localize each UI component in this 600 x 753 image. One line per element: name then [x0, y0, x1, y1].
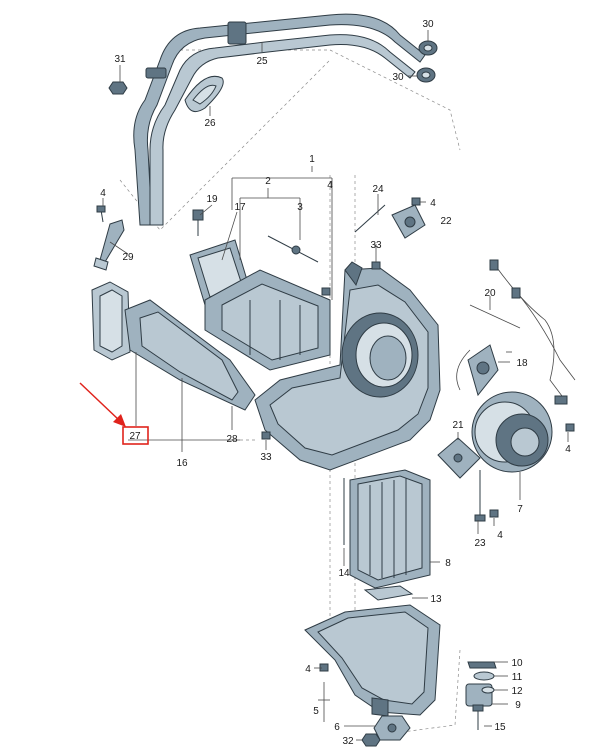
- label-25: 25: [256, 56, 268, 67]
- highlight-box-27: [122, 426, 149, 445]
- label-8: 8: [445, 558, 451, 569]
- label-15: 15: [494, 722, 506, 733]
- label-28: 28: [226, 434, 238, 445]
- screw-15[interactable]: [472, 704, 484, 730]
- fitting-6[interactable]: [373, 715, 411, 741]
- label-14: 14: [338, 568, 350, 579]
- screw-4-rod[interactable]: [321, 287, 331, 296]
- label-6: 6: [334, 722, 340, 733]
- screw-4-tray[interactable]: [319, 663, 329, 672]
- actuator-22[interactable]: [391, 204, 426, 239]
- lower-tray-5[interactable]: [304, 604, 441, 717]
- label-4-bolt: 4: [497, 530, 503, 541]
- label-23: 23: [474, 538, 486, 549]
- cover-28[interactable]: [124, 299, 256, 411]
- screw-33-lower[interactable]: [261, 431, 271, 440]
- label-9: 9: [515, 700, 521, 711]
- label-5: 5: [313, 706, 319, 717]
- label-33-lower: 33: [260, 452, 272, 463]
- heater-pipe-assembly[interactable]: [133, 13, 426, 226]
- label-4-top: 4: [327, 180, 333, 191]
- highlight-annotation: [79, 382, 149, 445]
- label-31: 31: [114, 54, 126, 65]
- washer-12[interactable]: [481, 686, 495, 694]
- seal-13[interactable]: [363, 585, 414, 601]
- washer-11[interactable]: [473, 671, 495, 681]
- label-2: 2: [265, 176, 271, 187]
- evaporator-8[interactable]: [349, 469, 431, 589]
- label-30-lower: 30: [392, 72, 404, 83]
- label-29: 29: [122, 252, 134, 263]
- label-4-bracket: 4: [100, 188, 106, 199]
- rod-24[interactable]: [354, 204, 386, 233]
- label-33-upper: 33: [370, 240, 382, 251]
- label-18: 18: [516, 358, 528, 369]
- nut-31[interactable]: [108, 81, 128, 95]
- actuator-rod-3[interactable]: [267, 235, 319, 263]
- screw-4-bolt[interactable]: [489, 509, 499, 518]
- label-4-actuator: 4: [430, 198, 436, 209]
- label-16: 16: [176, 458, 188, 469]
- label-13: 13: [430, 594, 442, 605]
- label-4-fan: 4: [565, 444, 571, 455]
- screw-19[interactable]: [192, 209, 204, 236]
- label-26: 26: [204, 118, 216, 129]
- label-12: 12: [511, 686, 523, 697]
- label-19: 19: [206, 194, 218, 205]
- clip-10[interactable]: [467, 661, 497, 669]
- regulator-21[interactable]: [437, 437, 481, 479]
- label-4-tray: 4: [305, 664, 311, 675]
- label-21: 21: [452, 420, 464, 431]
- heater-core-27[interactable]: [91, 281, 131, 361]
- housing-section-2[interactable]: [204, 269, 331, 371]
- control-unit-18[interactable]: [467, 344, 499, 397]
- label-32: 32: [342, 736, 354, 747]
- label-22: 22: [440, 216, 452, 227]
- blower-fan-7[interactable]: [471, 391, 553, 473]
- label-7: 7: [517, 504, 523, 515]
- screw-4-actuator[interactable]: [411, 197, 421, 206]
- label-17: 17: [234, 202, 246, 213]
- label-24: 24: [372, 184, 384, 195]
- screw-4-bracket[interactable]: [96, 205, 106, 223]
- bolt-23[interactable]: [474, 470, 486, 522]
- part-labels: 1 2 3 4 4 4 4 4 4 5 6 7 8 9 10 11 12 13 …: [100, 19, 571, 747]
- screw-4-fan[interactable]: [565, 423, 575, 432]
- bracket-29[interactable]: [93, 219, 125, 271]
- label-27: 27: [129, 431, 141, 442]
- label-3: 3: [297, 202, 303, 213]
- label-11: 11: [512, 672, 523, 683]
- seal-26[interactable]: [184, 75, 224, 113]
- label-20: 20: [484, 288, 496, 299]
- nut-32[interactable]: [361, 733, 381, 747]
- label-10: 10: [511, 658, 523, 669]
- leader-lines: [102, 30, 569, 741]
- wiring-harness-20[interactable]: [456, 259, 576, 405]
- screw-33-upper[interactable]: [371, 261, 381, 270]
- hose-clamp-lower[interactable]: [416, 67, 436, 83]
- label-1: 1: [309, 154, 315, 165]
- heater-housing-main[interactable]: [254, 261, 441, 471]
- label-30-upper: 30: [422, 19, 434, 30]
- hose-clamp-upper[interactable]: [418, 40, 438, 56]
